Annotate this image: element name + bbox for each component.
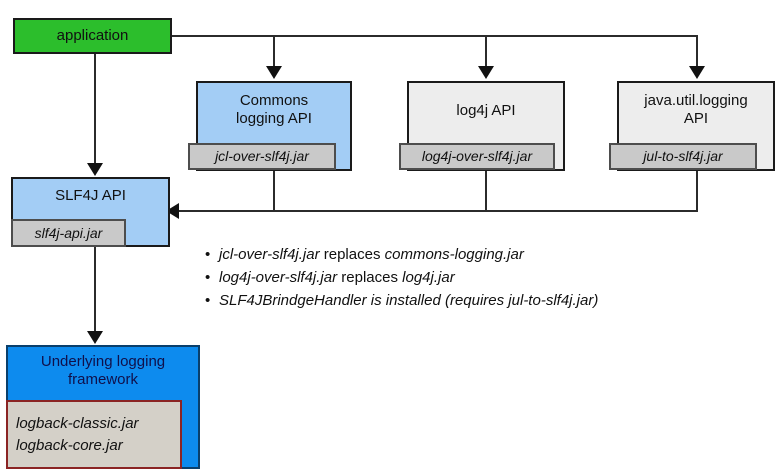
arrowhead-to-commons [266,66,282,79]
connector-to-jul [696,35,698,68]
jar-jcl-over-slf4j: jcl-over-slf4j.jar [188,143,336,170]
node-java-util-logging-api-label: java.util.logging API [644,92,748,127]
note-item-text: log4j-over-slf4j.jar replaces log4j.jar [219,266,455,289]
note-item: • log4j-over-slf4j.jar replaces log4j.ja… [205,266,765,289]
note-item-text: SLF4JBrindgeHandler is installed (requir… [219,289,598,312]
node-underlying-logging-framework-label: Underlying logging framework [40,353,166,388]
jar-slf4j-api: slf4j-api.jar [11,219,126,247]
bullet-icon: • [205,269,211,286]
jar-logback: logback-classic.jar logback-core.jar [6,400,182,469]
connector-application-right [172,35,698,37]
connector-to-commons [273,35,275,68]
note-em-2: log4j.jar [402,269,455,286]
arrowhead-to-slf4j [87,163,103,176]
note-item: • SLF4JBrindgeHandler is installed (requ… [205,289,765,312]
bullet-icon: • [205,246,211,263]
jar-jul-to-slf4j: jul-to-slf4j.jar [609,143,757,170]
note-plain-1: replaces [337,269,403,286]
note-em-1: jcl-over-slf4j.jar [219,246,320,263]
connector-bridges-to-slf4j [178,210,698,212]
note-item-text: jcl-over-slf4j.jar replaces commons-logg… [219,243,524,266]
note-em-1: log4j-over-slf4j.jar [219,269,338,286]
connector-jul-down [696,170,698,211]
connector-to-log4j [485,35,487,68]
note-em-2: commons-logging.jar [384,246,524,263]
arrowhead-to-log4j [478,66,494,79]
arrowhead-to-jul [689,66,705,79]
node-application-label: application [56,27,129,44]
arrowhead-to-underlying [87,331,103,344]
node-application[interactable]: application [13,18,172,54]
jar-log4j-over-slf4j: log4j-over-slf4j.jar [399,143,555,170]
bullet-icon: • [205,292,211,309]
node-commons-logging-api-label: Commons logging API [236,92,312,127]
connector-application-down [94,53,96,165]
node-slf4j-api-label: SLF4J API [55,187,126,204]
connector-slf4j-to-underlying [94,247,96,332]
connector-log4j-down [485,170,487,211]
node-log4j-api-label: log4j API [456,102,516,119]
note-em-1: SLF4JBrindgeHandler is installed (requir… [219,292,599,309]
notes-list: • jcl-over-slf4j.jar replaces commons-lo… [205,243,765,312]
connector-commons-down [273,170,275,211]
note-plain-1: replaces [319,246,385,263]
note-item: • jcl-over-slf4j.jar replaces commons-lo… [205,243,765,266]
